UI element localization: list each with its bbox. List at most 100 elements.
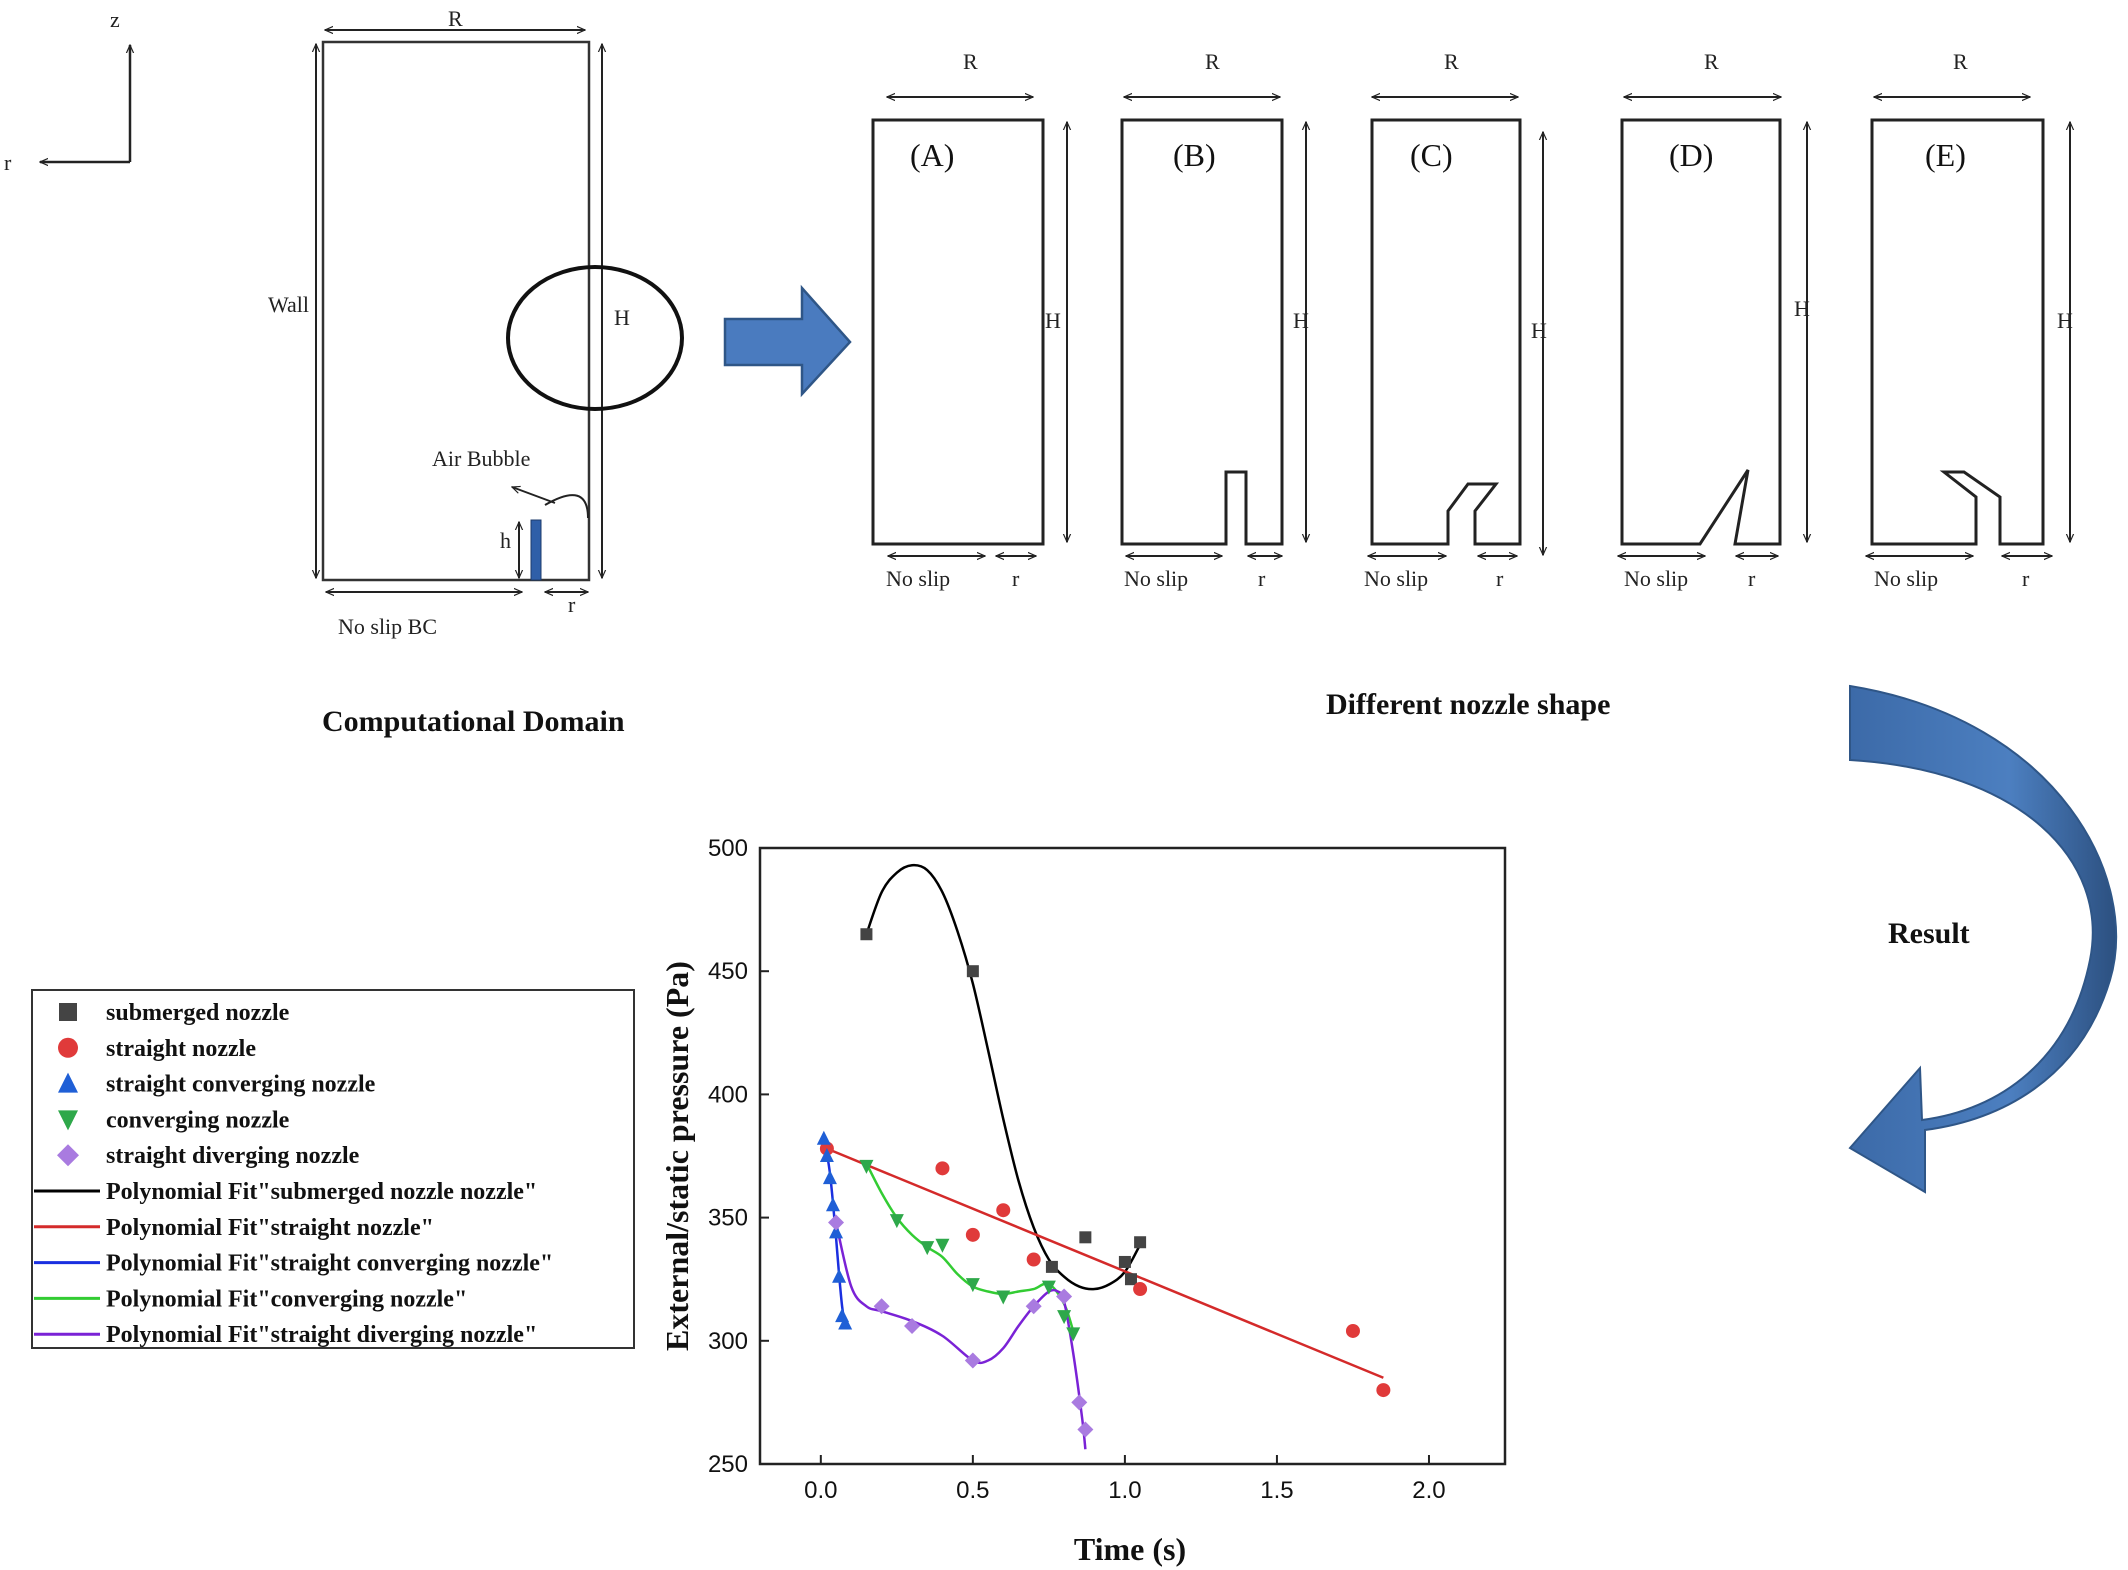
legend-label: Polynomial Fit"straight nozzle"	[106, 1215, 434, 1241]
x-tick-label: 0.0	[804, 1477, 837, 1504]
bubble-outline	[544, 494, 589, 519]
data-point	[1079, 1231, 1092, 1244]
data-point	[838, 1315, 853, 1330]
data-point	[828, 1214, 845, 1231]
panel-no-slip-label: No slip	[1124, 566, 1188, 591]
air-bubble-label: Air Bubble	[432, 446, 530, 471]
z-axis-label: z	[110, 7, 120, 32]
y-tick-label: 500	[708, 835, 748, 862]
panel-r-label: r	[1748, 566, 1756, 591]
data-point	[819, 1148, 834, 1162]
r-axis-label: r	[4, 150, 12, 175]
panel-id-label: (B)	[1173, 137, 1216, 173]
y-tick-label: 450	[708, 958, 748, 985]
nozzle-shape-caption: Different nozzle shape	[1326, 688, 1610, 721]
domain-R-label: R	[448, 6, 463, 31]
domain-outline	[321, 40, 591, 582]
panel-H-label: H	[1045, 308, 1061, 333]
data-point	[965, 1278, 980, 1293]
panel-r-label: r	[1258, 566, 1266, 591]
legend-label: straight converging nozzle	[106, 1072, 376, 1098]
computational-domain-caption: Computational Domain	[322, 705, 625, 738]
data-point	[1124, 1273, 1137, 1286]
nozzle-tube	[530, 519, 542, 581]
legend-marker-swatch	[58, 1037, 78, 1058]
data-point	[904, 1318, 921, 1335]
data-point	[816, 1130, 831, 1145]
panel-no-slip-label: No slip	[1624, 566, 1688, 591]
highlight-ellipse	[506, 265, 684, 411]
panel-id-label: (D)	[1669, 137, 1713, 173]
data-point	[966, 965, 979, 978]
panel-outline	[1370, 118, 1522, 546]
data-point	[964, 1352, 981, 1369]
data-point	[935, 1238, 950, 1253]
data-point	[1345, 1323, 1360, 1338]
data-point	[1376, 1383, 1391, 1398]
nozzle-panels: R (A) H No slip r R (B) H No slip r R	[871, 49, 2073, 721]
panel-H-label: H	[1794, 296, 1810, 321]
x-tick-label: 2.0	[1412, 1477, 1445, 1504]
computational-domain: R Wall H h Air Bubble r No slip BC Compu…	[268, 6, 684, 738]
legend-label: Polynomial Fit"straight diverging nozzle…	[106, 1322, 537, 1348]
y-tick-label: 400	[708, 1081, 748, 1108]
y-tick-label: 300	[708, 1328, 748, 1355]
data-point	[825, 1197, 840, 1212]
data-point	[1045, 1260, 1058, 1273]
panel-R-label: R	[963, 49, 978, 74]
curved-result-arrow	[1848, 684, 2118, 1194]
bubble-pointer-arrow	[512, 487, 556, 504]
panel-R-label: R	[1444, 49, 1459, 74]
nozzle-panel-e: R (E) H No slip r	[1866, 49, 2073, 591]
data-point	[860, 928, 873, 941]
y-axis-title: External/static pressure (Pa)	[659, 961, 695, 1351]
panel-r-label: r	[1496, 566, 1504, 591]
data-point	[920, 1241, 935, 1256]
domain-r-label: r	[568, 592, 576, 617]
x-tick-label: 1.0	[1108, 1477, 1141, 1504]
right-block-arrow	[723, 284, 852, 398]
data-point	[996, 1290, 1011, 1305]
legend-label: converging nozzle	[106, 1107, 290, 1133]
domain-H-label: H	[614, 305, 630, 330]
panel-id-label: (A)	[910, 137, 954, 173]
legend-marker-swatch	[59, 1003, 77, 1021]
data-point	[1041, 1280, 1056, 1295]
panel-H-label: H	[1293, 308, 1309, 333]
x-axis-title: Time (s)	[1074, 1531, 1186, 1567]
panel-r-label: r	[2022, 566, 2030, 591]
domain-h-label: h	[500, 528, 511, 553]
panel-no-slip-label: No slip	[886, 566, 950, 591]
panel-r-label: r	[1012, 566, 1020, 591]
panel-outline	[1870, 118, 2045, 546]
nozzle-panel-c: R (C) H No slip r	[1364, 49, 1547, 591]
fit-line	[826, 1147, 1384, 1379]
data-point	[1057, 1310, 1072, 1325]
legend-label: straight diverging nozzle	[106, 1143, 360, 1169]
legend-label: Polynomial Fit"converging nozzle"	[106, 1286, 467, 1312]
panel-H-label: H	[1531, 318, 1547, 343]
result-label: Result	[1888, 917, 1970, 950]
wall-label: Wall	[268, 292, 309, 317]
panel-id-label: (C)	[1410, 137, 1453, 173]
coordinate-axes-icon: z r	[4, 7, 130, 175]
no-slip-bc-label: No slip BC	[338, 614, 437, 639]
data-point	[1134, 1236, 1147, 1249]
panel-R-label: R	[1704, 49, 1719, 74]
legend-label: submerged nozzle	[106, 1000, 290, 1026]
data-point	[1118, 1255, 1131, 1268]
panel-outline	[871, 118, 1045, 546]
data-point	[873, 1298, 890, 1315]
data-point	[829, 1224, 844, 1239]
y-tick-label: 350	[708, 1205, 748, 1232]
data-point	[822, 1170, 837, 1185]
data-point	[965, 1227, 980, 1242]
legend-box	[31, 989, 635, 1349]
legend-label: Polynomial Fit"submerged nozzle nozzle"	[106, 1179, 537, 1205]
data-point	[1026, 1252, 1041, 1267]
panel-R-label: R	[1205, 49, 1220, 74]
legend-marker-swatch	[57, 1144, 79, 1167]
x-tick-label: 1.5	[1260, 1477, 1293, 1504]
